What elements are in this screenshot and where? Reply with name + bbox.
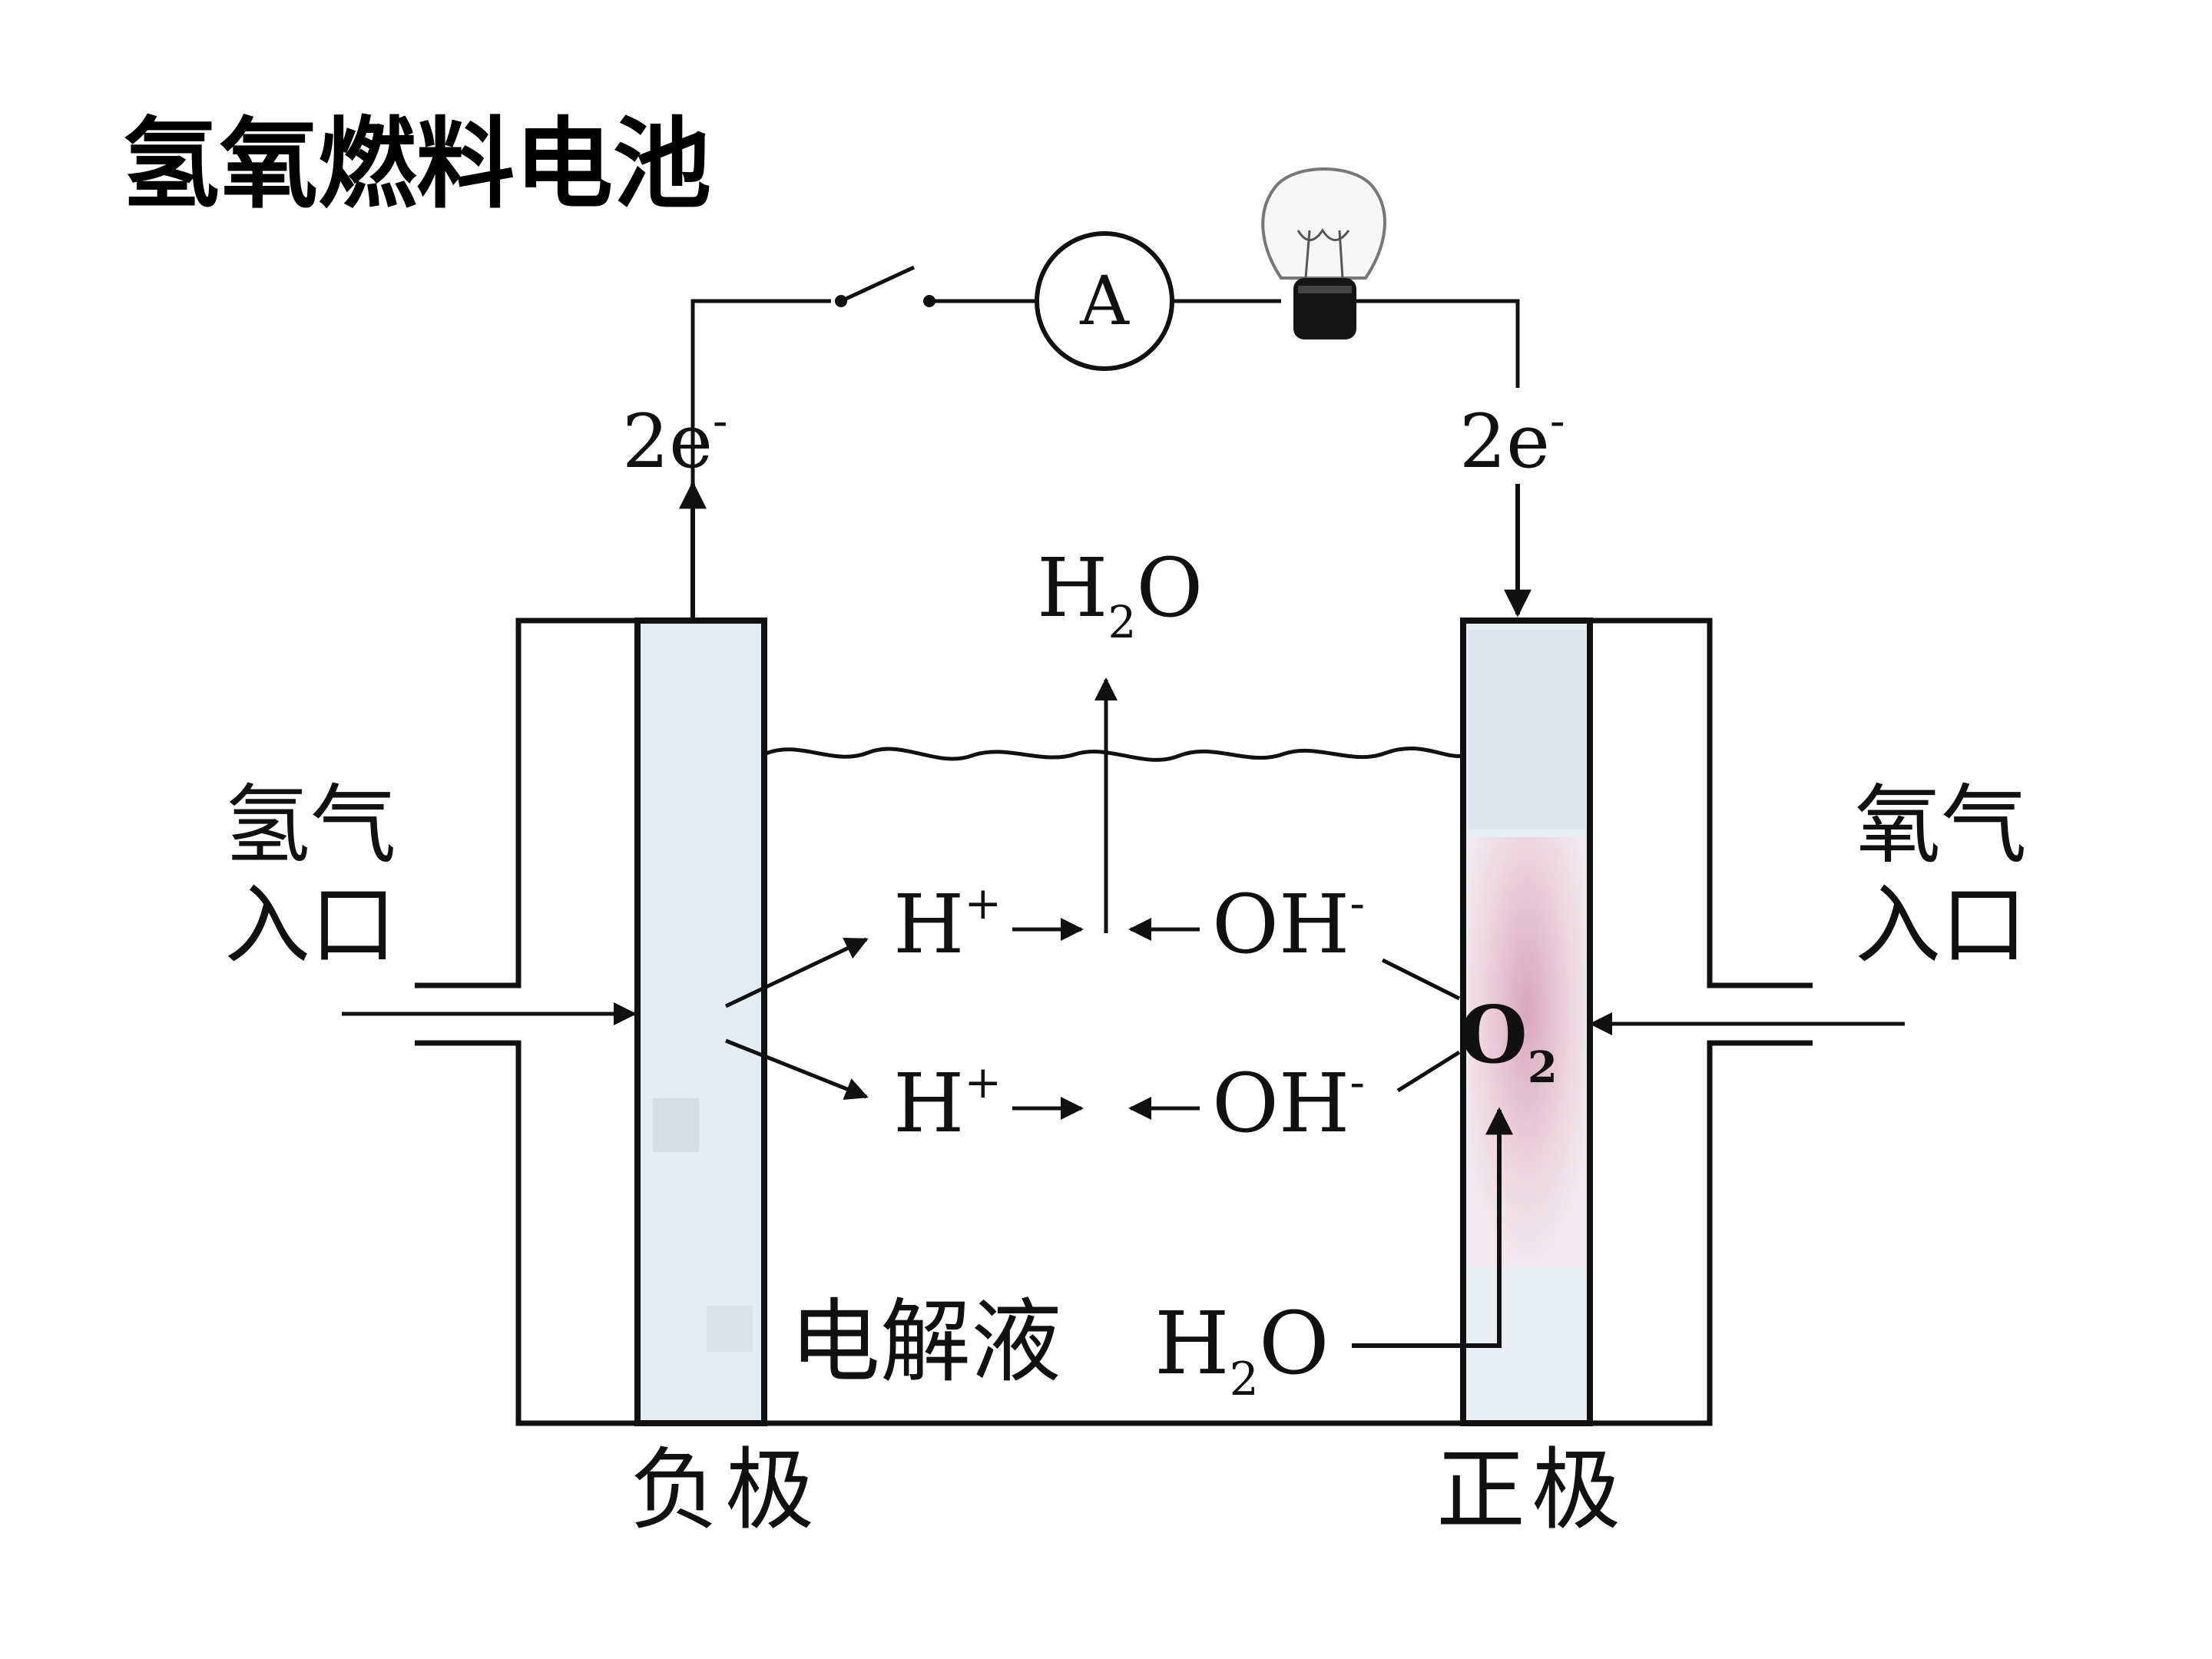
hydrogen-inlet-label: 氢气 入口 — [224, 776, 396, 975]
oh-minus-upper: OH- — [1212, 877, 1365, 972]
oxygen-label: O2 — [1459, 989, 1558, 1093]
water-product-label: H2O — [1037, 541, 1203, 648]
positive-electrode-label: 正极 — [1436, 1439, 1627, 1542]
page-title: 氢氧燃料电池 — [121, 108, 711, 222]
proton-arrow-upper — [724, 937, 869, 1008]
svg-text:氢气: 氢气 — [224, 776, 396, 876]
negative-electrode — [634, 618, 767, 1426]
electron-label-left: 2e- — [622, 395, 728, 485]
electron-label-right: 2e- — [1459, 395, 1565, 485]
positive-electrode — [1460, 618, 1593, 1426]
svg-text:氧气: 氧气 — [1855, 776, 2027, 876]
oxygen-inlet-label: 氧气 入口 — [1855, 776, 2027, 975]
svg-text:入口: 入口 — [1855, 876, 2027, 975]
oxygen-to-oh-lower — [1396, 1050, 1461, 1093]
light-bulb-icon — [1261, 167, 1386, 339]
ammeter: A — [1035, 231, 1174, 371]
switch — [835, 265, 935, 307]
cell-container — [415, 618, 1813, 1426]
proton-arrow-lower — [725, 1038, 869, 1100]
oh-minus-lower: OH- — [1212, 1056, 1365, 1151]
h-plus-lower: H+ — [893, 1056, 1002, 1151]
electrolyte-label: 电解液 — [790, 1289, 1061, 1395]
svg-text:入口: 入口 — [224, 876, 396, 975]
electrolyte-surface — [763, 746, 1464, 762]
ammeter-symbol: A — [1079, 261, 1130, 340]
oxygen-to-oh-upper — [1381, 958, 1461, 1001]
water-electrolyte-label: H2O — [1154, 1294, 1330, 1406]
h-plus-upper: H+ — [893, 877, 1002, 972]
water-feed-path — [1352, 1107, 1513, 1348]
negative-electrode-label: 负极 — [630, 1439, 820, 1542]
